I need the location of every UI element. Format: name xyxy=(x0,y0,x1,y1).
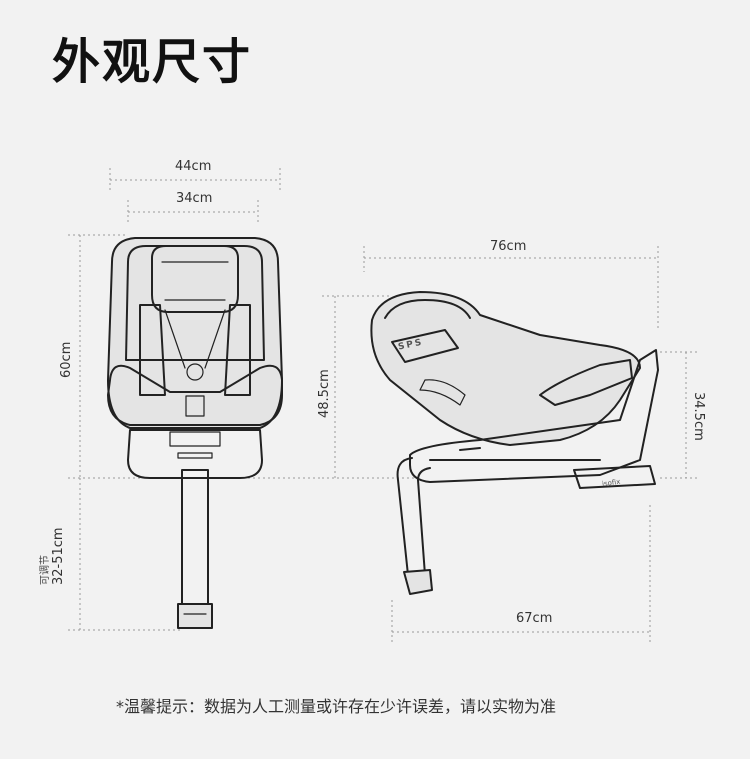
side-view-seat xyxy=(370,291,659,595)
leg-adjust-label: 可调节 32-51cm xyxy=(40,527,66,585)
dim-height-seat: 60cm xyxy=(59,341,74,378)
dim-height-right: 34.5cm xyxy=(691,392,706,441)
dim-width-outer: 44cm xyxy=(175,159,212,174)
dim-height-left: 48.5cm xyxy=(317,369,332,418)
leg-adjust-caption: 可调节 xyxy=(40,555,51,585)
side-dimension-guides xyxy=(322,246,700,642)
disclaimer-note: *温馨提示：数据为人工测量或许存在少许误差，请以实物为准 xyxy=(116,697,557,716)
page-title: 外观尺寸 xyxy=(52,34,253,90)
leg-adjust-range: 32-51cm xyxy=(50,527,66,585)
front-view-seat xyxy=(107,237,283,629)
dim-base-length: 67cm xyxy=(516,611,553,626)
dim-width-inner: 34cm xyxy=(176,191,213,206)
dim-depth-top: 76cm xyxy=(490,239,527,254)
